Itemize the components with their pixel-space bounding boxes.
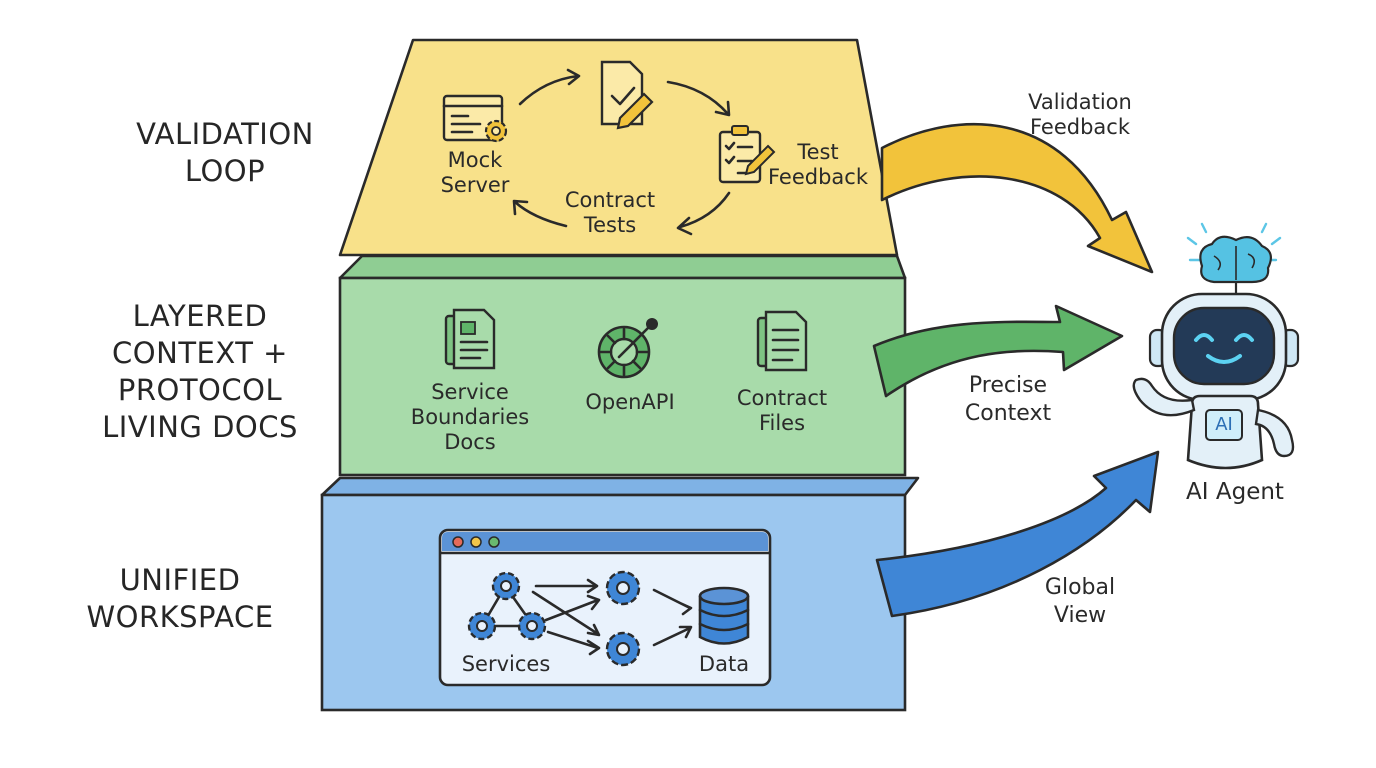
validation-feedback-label: Validation Feedback <box>1028 90 1132 139</box>
validation-layer <box>338 38 899 257</box>
global-view-arrow <box>875 450 1160 618</box>
services-label: Services <box>461 652 551 676</box>
workspace-layer <box>320 476 920 712</box>
openapi-label: OpenAPI <box>585 390 675 414</box>
precise-context-arrow <box>872 304 1124 398</box>
service-flow-arrows <box>531 578 693 656</box>
global-view-label: Global View <box>1044 575 1116 628</box>
service-gear-icon <box>467 611 497 641</box>
mock-server-label: Mock Server <box>440 148 510 197</box>
mock-server-icon <box>442 94 508 143</box>
ai-agent-label: AI Agent <box>1186 479 1284 505</box>
data-label: Data <box>698 652 750 676</box>
test-feedback-label: Test Feedback <box>767 140 868 189</box>
validation-loop-label: VALIDATION LOOP <box>136 117 314 188</box>
openapi-icon <box>597 318 658 379</box>
service-gear-icon <box>605 570 641 606</box>
brain-icon <box>1199 235 1273 284</box>
document-icon <box>444 308 496 370</box>
ai-badge: AI <box>1215 414 1233 435</box>
service-gear-icon <box>517 611 547 641</box>
database-icon <box>698 586 750 645</box>
unified-workspace-label: UNIFIED WORKSPACE <box>86 563 274 634</box>
loop-arrows <box>512 68 731 236</box>
layered-context-label: LAYERED CONTEXT + PROTOCOL LIVING DOCS <box>102 299 298 444</box>
workspace-window <box>438 528 772 687</box>
service-gear-icon <box>491 571 521 601</box>
contract-files-icon <box>756 310 808 372</box>
clipboard-icon <box>718 125 776 184</box>
service-boundaries-label: Service Boundaries Docs <box>410 380 530 454</box>
contract-tests-label: Contract Tests <box>564 188 656 237</box>
contract-document-icon <box>600 60 654 130</box>
service-gear-icon <box>605 631 641 667</box>
precise-context-label: Precise Context <box>964 373 1052 426</box>
contract-files-label: Contract Files <box>736 386 828 435</box>
validation-feedback-arrow <box>880 122 1154 274</box>
ai-agent-robot-icon <box>1132 222 1300 470</box>
